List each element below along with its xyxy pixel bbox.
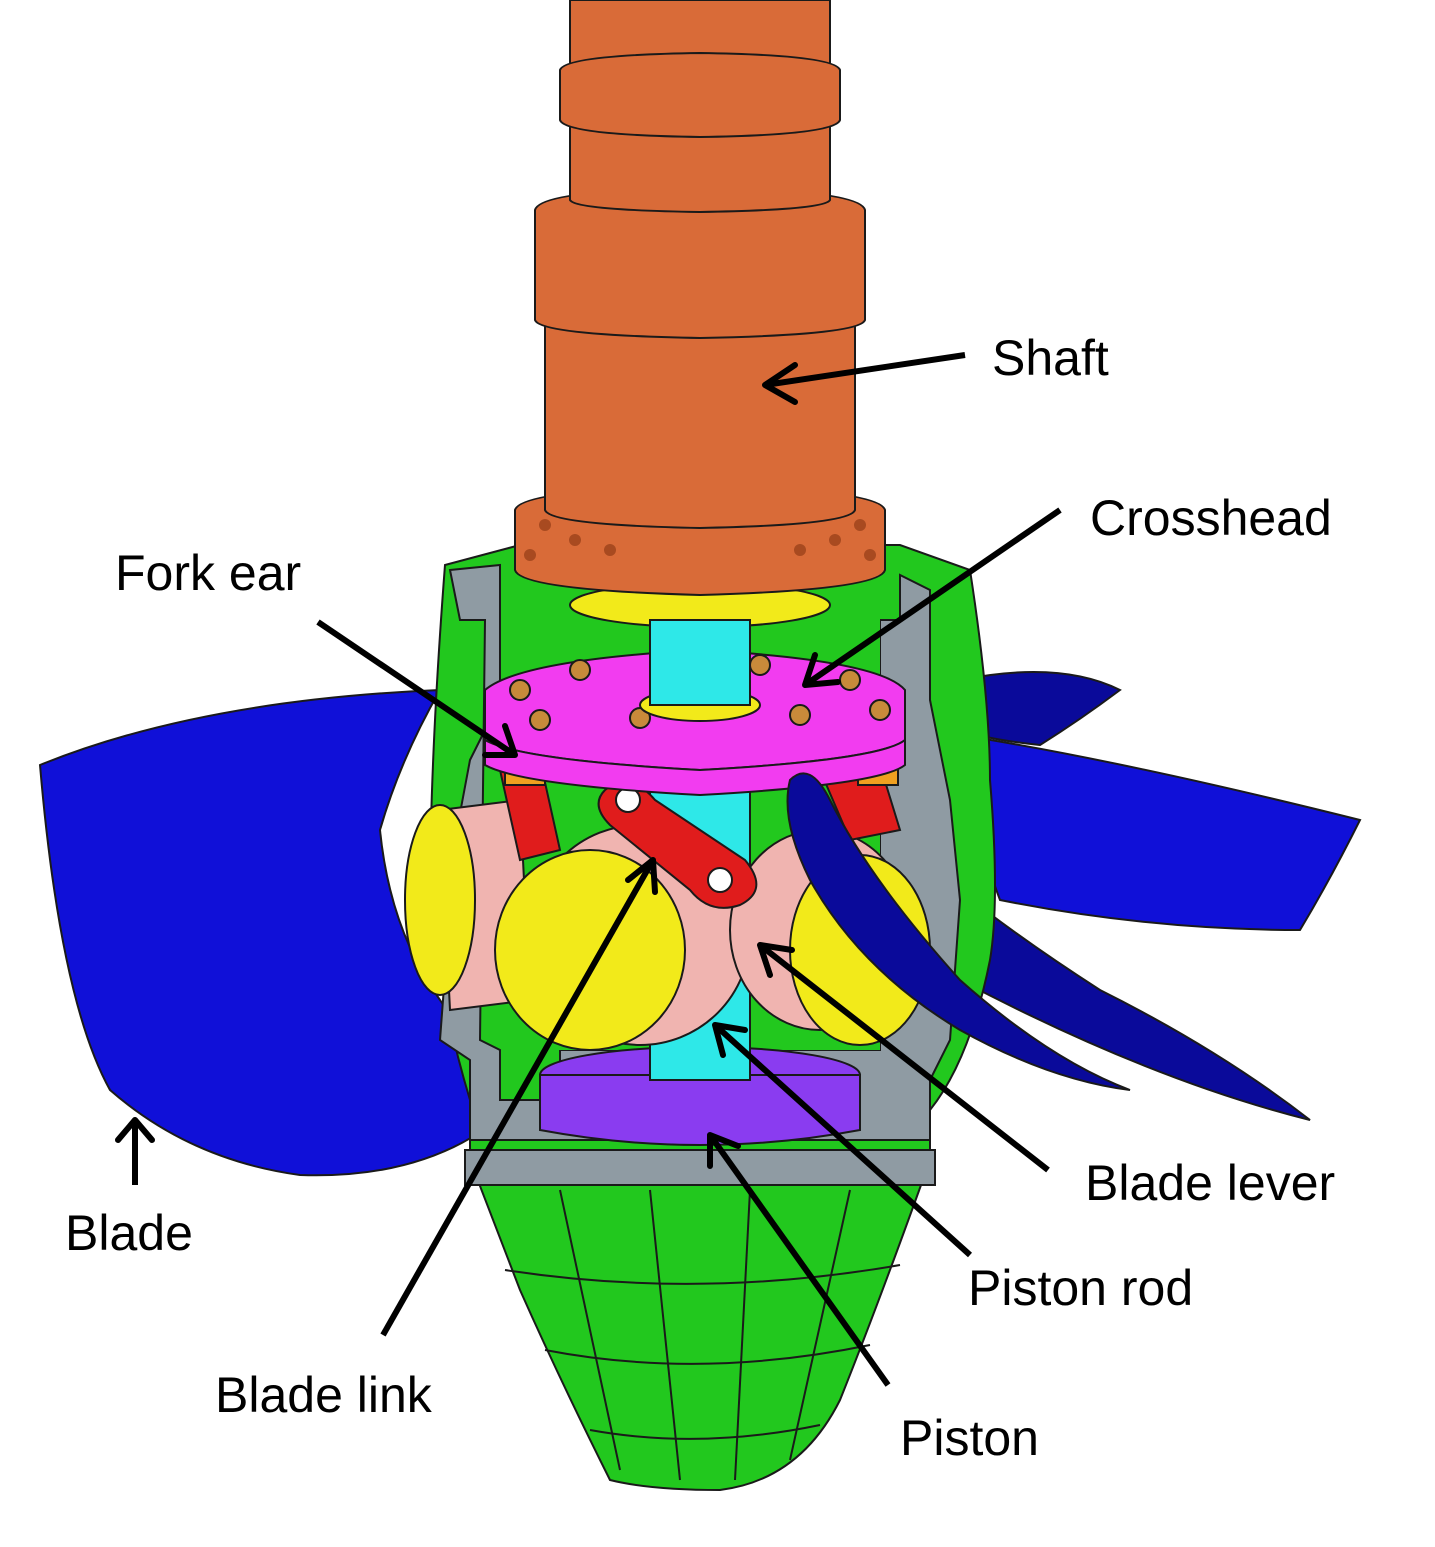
shaft-collar bbox=[559, 51, 841, 139]
arrow-blade bbox=[115, 1117, 155, 1185]
shaft bbox=[514, 0, 886, 597]
arrow-blade-lever bbox=[757, 942, 1050, 1173]
arrow-blade-link bbox=[380, 857, 658, 1337]
crosshead-bolts bbox=[509, 654, 891, 731]
label-fork-ear: Fork ear bbox=[115, 545, 301, 601]
label-blade: Blade bbox=[65, 1205, 193, 1261]
arrow-crosshead bbox=[802, 507, 1062, 688]
arrow-shaft bbox=[762, 352, 966, 405]
arrow-fork-ear bbox=[316, 619, 518, 758]
hub-cone bbox=[468, 1159, 932, 1492]
trunnion-cap-left bbox=[404, 804, 476, 996]
blade-link-pin-bottom bbox=[707, 867, 733, 893]
label-piston-rod: Piston rod bbox=[968, 1260, 1193, 1316]
hub-cone-ring bbox=[464, 1149, 936, 1186]
cone-ribs bbox=[504, 1189, 901, 1481]
label-blade-link: Blade link bbox=[215, 1367, 433, 1423]
piston-rod-upper bbox=[649, 619, 751, 706]
arrow-piston bbox=[707, 1132, 891, 1387]
label-blade-lever: Blade lever bbox=[1085, 1155, 1335, 1211]
blade-front-right bbox=[786, 772, 1131, 1091]
label-piston: Piston bbox=[900, 1410, 1039, 1466]
blade-right-upper bbox=[959, 671, 1122, 747]
shaft-flange-holes bbox=[524, 519, 876, 561]
trunnion-cap-front-left bbox=[494, 849, 686, 1051]
shaft-body-lower bbox=[544, 319, 856, 530]
label-shaft: Shaft bbox=[992, 330, 1109, 386]
blade-right-middle bbox=[958, 733, 1362, 932]
arrow-piston-rod bbox=[712, 1022, 973, 1258]
label-crosshead: Crosshead bbox=[1090, 490, 1332, 546]
